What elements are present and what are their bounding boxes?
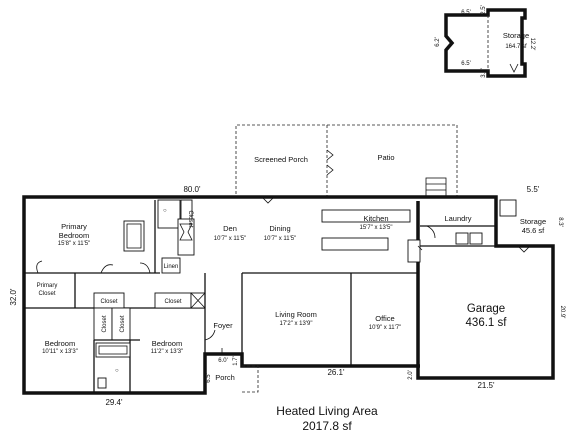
dimension-labels: 80.0' 32.0' 29.4' 26.1' 6.0' 6.5' 1.7' 2… (9, 185, 565, 407)
closet-label-2: Closet (164, 299, 181, 305)
storage-small-label: Storage (520, 217, 546, 226)
patio-label: Patio (377, 153, 394, 162)
dim-garage-offset: 2.0' (408, 370, 414, 380)
kitchen-size: 15'7" x 13'5" (360, 225, 393, 231)
room-labels: Primary Bedroom 15'8" x 11'5" Den 10'7" … (37, 210, 546, 382)
primary-bedroom-size: 15'8" x 11'5" (58, 241, 90, 247)
primary-bedroom-label-1: Primary (61, 222, 87, 231)
storage-dim-right: 12.2' (529, 38, 535, 51)
office-size: 10'9" x 11'7" (369, 325, 401, 331)
screened-porch-label: Screened Porch (254, 155, 308, 164)
dining-label: Dining (269, 224, 290, 233)
laundry-label: Laundry (444, 214, 471, 223)
storage-building-label: Storage (503, 31, 529, 40)
bedroom-right-label: Bedroom (152, 339, 182, 348)
closet-label-5: Closet (187, 210, 193, 227)
primary-bedroom-label-2: Bedroom (59, 231, 89, 240)
dim-porch-height: 6.5' (206, 373, 212, 383)
dim-bottom-mid: 26.1' (327, 368, 345, 377)
closet-label-3: Closet (102, 315, 108, 332)
storage-small-area: 45.6 sf (522, 226, 545, 235)
dim-storage-right: 8.3' (557, 217, 563, 227)
dim-storage-top: 5.5' (527, 185, 540, 194)
primary-closet-label-1: Primary (37, 283, 58, 289)
dining-size: 10'7" x 11'5" (264, 236, 296, 242)
bedroom-left-size: 10'11" x 13'3" (42, 349, 78, 355)
storage-dim-top: 6.5' (461, 10, 471, 16)
storage-building: Storage 164.7 sf 6.5' 2.5' 12.2' 6.2' 6.… (435, 5, 535, 78)
wc-icon: ○ (163, 208, 167, 214)
dim-garage-height: 20.9' (559, 306, 565, 319)
dim-bottom-left: 29.4' (105, 398, 123, 407)
storage-dim-bottom: 6.5' (461, 61, 471, 67)
den-size: 10'7" x 11'5" (214, 236, 246, 242)
closet-label-1: Closet (100, 299, 117, 305)
kitchen-label: Kitchen (363, 214, 388, 223)
storage-dim-step-bottom: 3.5' (481, 68, 487, 78)
storage-dim-step: 2.5' (481, 5, 487, 15)
storage-dim-left: 6.2' (435, 37, 441, 47)
dim-top-width: 80.0' (183, 185, 201, 194)
foyer-label: Foyer (213, 321, 233, 330)
linen-label: Linen (164, 264, 179, 270)
dim-left-height: 32.0' (9, 288, 18, 306)
footer-area: 2017.8 sf (302, 419, 352, 432)
office-label: Office (375, 314, 394, 323)
footer-title: Heated Living Area (276, 404, 378, 418)
garage-label: Garage (467, 303, 505, 315)
dim-porch-width: 6.0' (218, 358, 228, 364)
closet-label-4: Closet (120, 315, 126, 332)
dim-porch-step: 1.7' (233, 356, 239, 366)
primary-closet-label-2: Closet (38, 291, 55, 297)
bath-wc-icon: ○ (115, 368, 119, 374)
bedroom-left-label: Bedroom (45, 339, 75, 348)
outdoor-areas: Screened Porch Patio (235, 124, 458, 197)
living-room-label: Living Room (275, 310, 317, 319)
footer: Heated Living Area 2017.8 sf (276, 404, 378, 432)
storage-building-area: 164.7 sf (505, 44, 527, 50)
garage-area: 436.1 sf (466, 317, 508, 329)
living-room-size: 17'2" x 13'9" (280, 321, 313, 327)
interior-walls: ○ ○ (24, 196, 531, 393)
porch-label: Porch (215, 373, 235, 382)
den-label: Den (223, 224, 237, 233)
dim-garage-width: 21.5' (477, 381, 495, 390)
bedroom-right-size: 11'2" x 13'3" (151, 349, 183, 355)
